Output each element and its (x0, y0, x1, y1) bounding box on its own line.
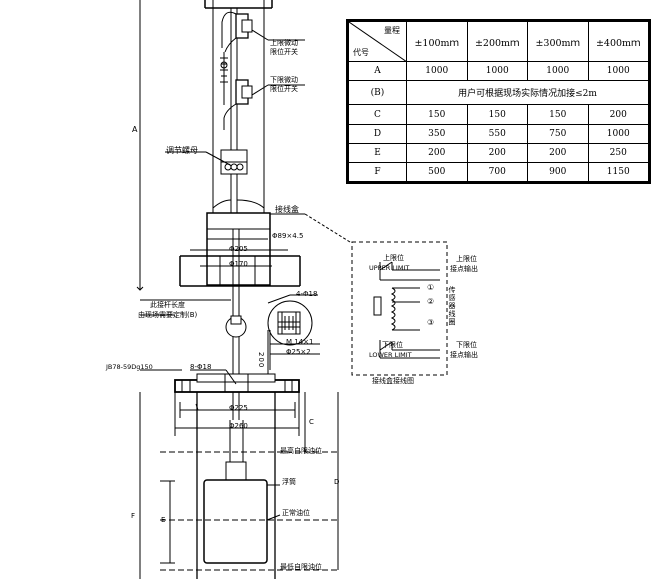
upper-flange (179, 212, 301, 420)
table-cell: 350 (406, 123, 468, 144)
phi205-label: Φ205 (229, 245, 248, 253)
m14-label: M 14×1 (286, 338, 314, 346)
table-cell: 250 (587, 142, 649, 163)
lower-limit-en: LOWER LIMIT (369, 351, 412, 359)
dim-c-label: C (309, 418, 314, 426)
col-header: ±300mｍ (527, 21, 589, 62)
sensor-coil-label: 传感器线圈 (448, 286, 456, 326)
table-cell: 200 (406, 142, 468, 163)
table-cell: 900 (527, 161, 589, 183)
row-code: D (348, 123, 407, 144)
table-row: D 350 550 750 1000 (348, 123, 649, 144)
corner-range-label: 量程 (384, 26, 400, 35)
col-header: ±200mｍ (466, 21, 528, 62)
row-code: F (348, 161, 407, 183)
table-row: C 150 150 150 200 (348, 104, 649, 125)
table-merged-cell: 用户可根据现场实际情况加接≤2m (406, 80, 649, 106)
col-header: ±100mｍ (406, 21, 468, 62)
table-row: A 1000 1000 1000 1000 (348, 60, 649, 82)
rod-length-label-2: 由现场需要定制(B) (138, 311, 198, 319)
table-cell: 1150 (587, 161, 649, 183)
table-cell: 1000 (587, 60, 649, 82)
spec-table: 量程 代号 ±100mｍ ±200mｍ ±300mｍ ±400mｍ A 1000… (346, 19, 651, 184)
table-cell: 750 (527, 123, 589, 144)
upper-housing (204, 0, 273, 213)
float-label: 浮筒 (282, 478, 296, 486)
upper-limit-cn: 上限位 (383, 254, 404, 262)
phi170-label: Φ170 (229, 260, 248, 268)
col-header: ±400mｍ (587, 21, 649, 62)
table-cell: 1000 (406, 60, 468, 82)
table-cell: 200 (587, 104, 649, 125)
table-cell: 150 (466, 104, 528, 125)
row-code: E (348, 142, 407, 163)
table-cell: 150 (406, 104, 468, 125)
lower-out-2: 接点输出 (450, 351, 478, 359)
lower-flange (174, 373, 300, 393)
dim-a-label: A (132, 125, 138, 134)
table-row: (B) 用户可根据现场实际情况加接≤2m (348, 80, 649, 106)
table-cell: 150 (527, 104, 589, 125)
table-cell: 1000 (466, 60, 528, 82)
lower-out-1: 下限位 (456, 341, 477, 349)
table-row: F 500 700 900 1150 (348, 161, 649, 183)
dim-d-label: D (334, 478, 340, 486)
terminal-2: ② (427, 297, 435, 306)
hole-8-label: 8-Φ18 (190, 363, 212, 371)
table-cell: 700 (466, 161, 528, 183)
flange-std-label: JB78-59Dg150 (106, 363, 153, 371)
terminal-3: ③ (427, 318, 435, 327)
wiring-title: 接线盒接线图 (372, 377, 414, 385)
corner-code-label: 代号 (353, 48, 369, 57)
row-code: (B) (348, 80, 407, 106)
table-cell: 200 (466, 142, 528, 163)
phi260-label: Φ260 (229, 422, 248, 430)
junction-box-label: 接线盒 (275, 205, 299, 214)
upper-switch-label-2: 限位开关 (270, 48, 298, 56)
lowest-level-label: 最低自限油位 (280, 563, 322, 571)
upper-switch-label-1: 上限微动 (270, 39, 298, 47)
row-code: A (348, 60, 407, 82)
lower-switch-label-2: 限位开关 (270, 85, 298, 93)
dim-f-label: F (131, 512, 136, 520)
phi225-label: Φ225 (229, 404, 248, 412)
normal-level-label: 正常油位 (282, 509, 310, 517)
adjust-nut-label: 调节螺母 (166, 146, 198, 155)
table-row: E 200 200 200 250 (348, 142, 649, 163)
upper-out-2: 接点输出 (450, 265, 478, 273)
table-cell: 500 (406, 161, 468, 183)
table-corner: 量程 代号 (348, 21, 407, 62)
table-cell: 200 (527, 142, 589, 163)
terminal-1: ① (427, 283, 435, 292)
rod-length-label-1: 此接杆长度 (150, 301, 185, 309)
wiring-box (351, 241, 448, 376)
hole-4-label: 4-Φ18 (296, 290, 318, 298)
lower-limit-cn: 下限位 (382, 341, 403, 349)
phi25-label: Φ25×2 (286, 348, 311, 356)
row-code: C (348, 104, 407, 125)
table-cell: 1000 (527, 60, 589, 82)
float-chamber (196, 392, 276, 579)
upper-limit-en: UPPER LIMIT (369, 264, 410, 272)
highest-level-label: 最高自限油位 (280, 447, 322, 455)
dim-200-label: 200 (257, 352, 265, 369)
phi89-label: Φ89×4.5 (272, 232, 304, 240)
detail-bolt (267, 300, 313, 346)
dim-e-label: E (161, 516, 166, 524)
lower-switch-label-1: 下限微动 (270, 76, 298, 84)
upper-out-1: 上限位 (456, 255, 477, 263)
table-cell: 550 (466, 123, 528, 144)
table-cell: 1000 (587, 123, 649, 144)
